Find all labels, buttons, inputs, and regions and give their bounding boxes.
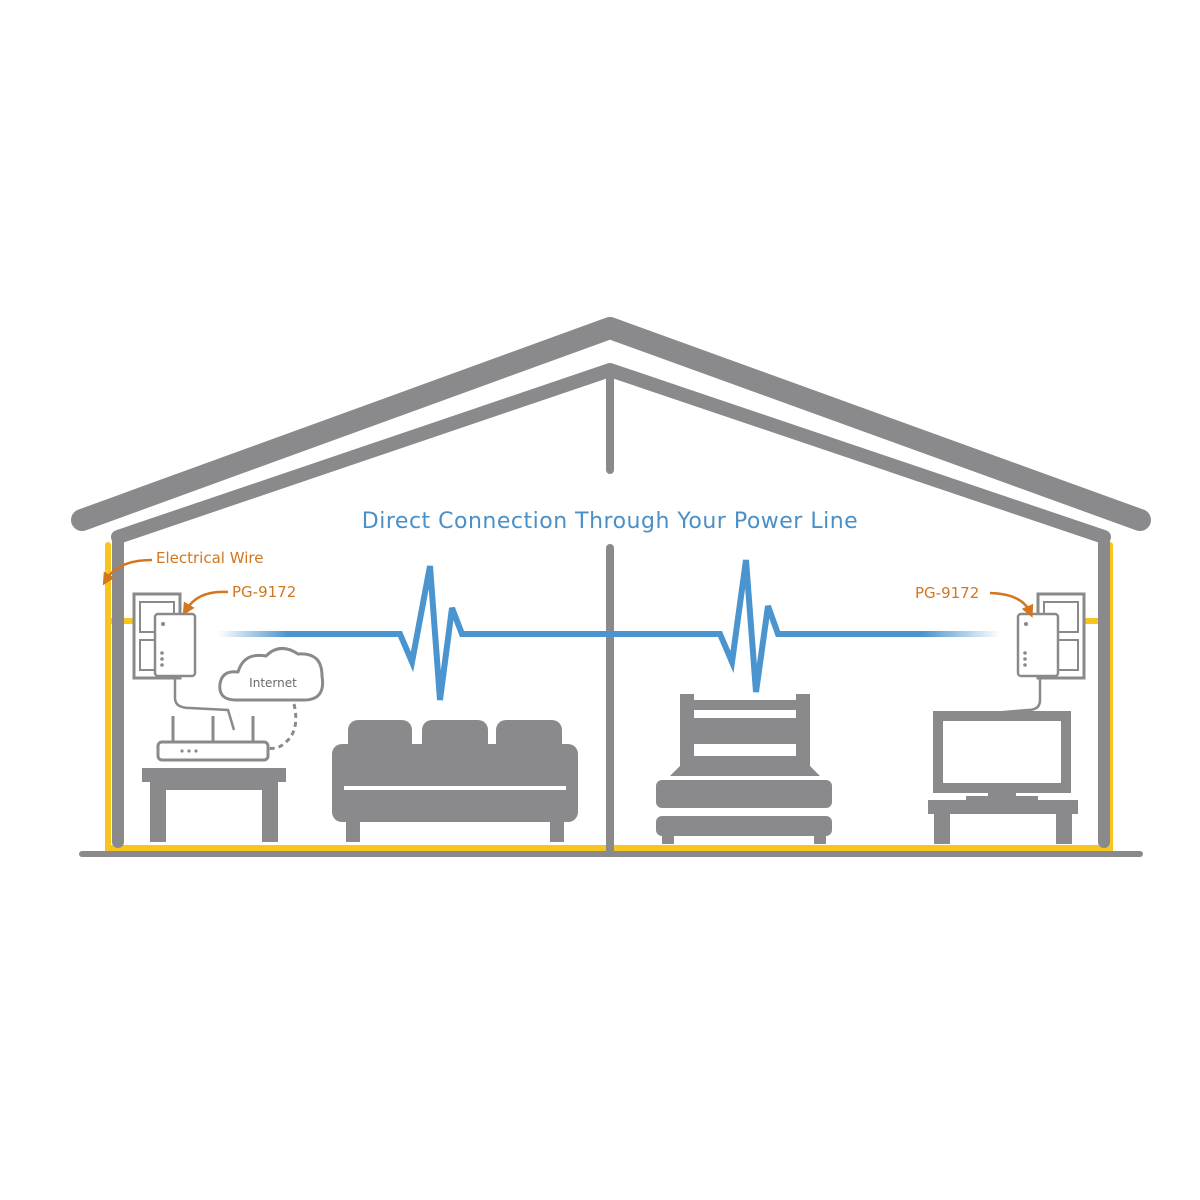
electrical-wire-arrow [102,558,153,586]
diagram-title: Direct Connection Through Your Power Lin… [362,509,858,534]
house-structure [71,317,1151,857]
adapter-right-label: PG-9172 [915,584,979,602]
tv-stand [928,800,1078,844]
powerline-adapter-icon [1016,612,1060,678]
sofa-icon [332,720,578,842]
callouts: Electrical Wire PG-9172 PG-9172 [102,549,1034,618]
roof-inner [111,363,1111,544]
roof-outer [71,317,1151,531]
adapter-right-arrow [989,591,1034,618]
ethernet-cable-left [173,676,236,731]
bed-icon [656,694,832,844]
tv-icon [933,711,1071,802]
router-icon [156,716,270,762]
powerline-adapter-icon [153,612,197,678]
adapter-left-arrow [182,590,229,616]
right-powerline-unit [1002,592,1086,716]
signal-wave-icon [218,559,1000,701]
electrical-wire-label: Electrical Wire [156,549,263,567]
side-table [142,768,286,842]
signal-wave-right [610,559,1000,693]
left-powerline-unit [132,592,236,731]
adapter-left-label: PG-9172 [232,583,296,601]
internet-label: Internet [249,676,297,690]
cloud-icon: Internet [218,647,325,750]
internet-dashed-link [267,703,298,750]
ethernet-cable-right [1002,676,1042,716]
signal-wave-left [218,565,610,701]
